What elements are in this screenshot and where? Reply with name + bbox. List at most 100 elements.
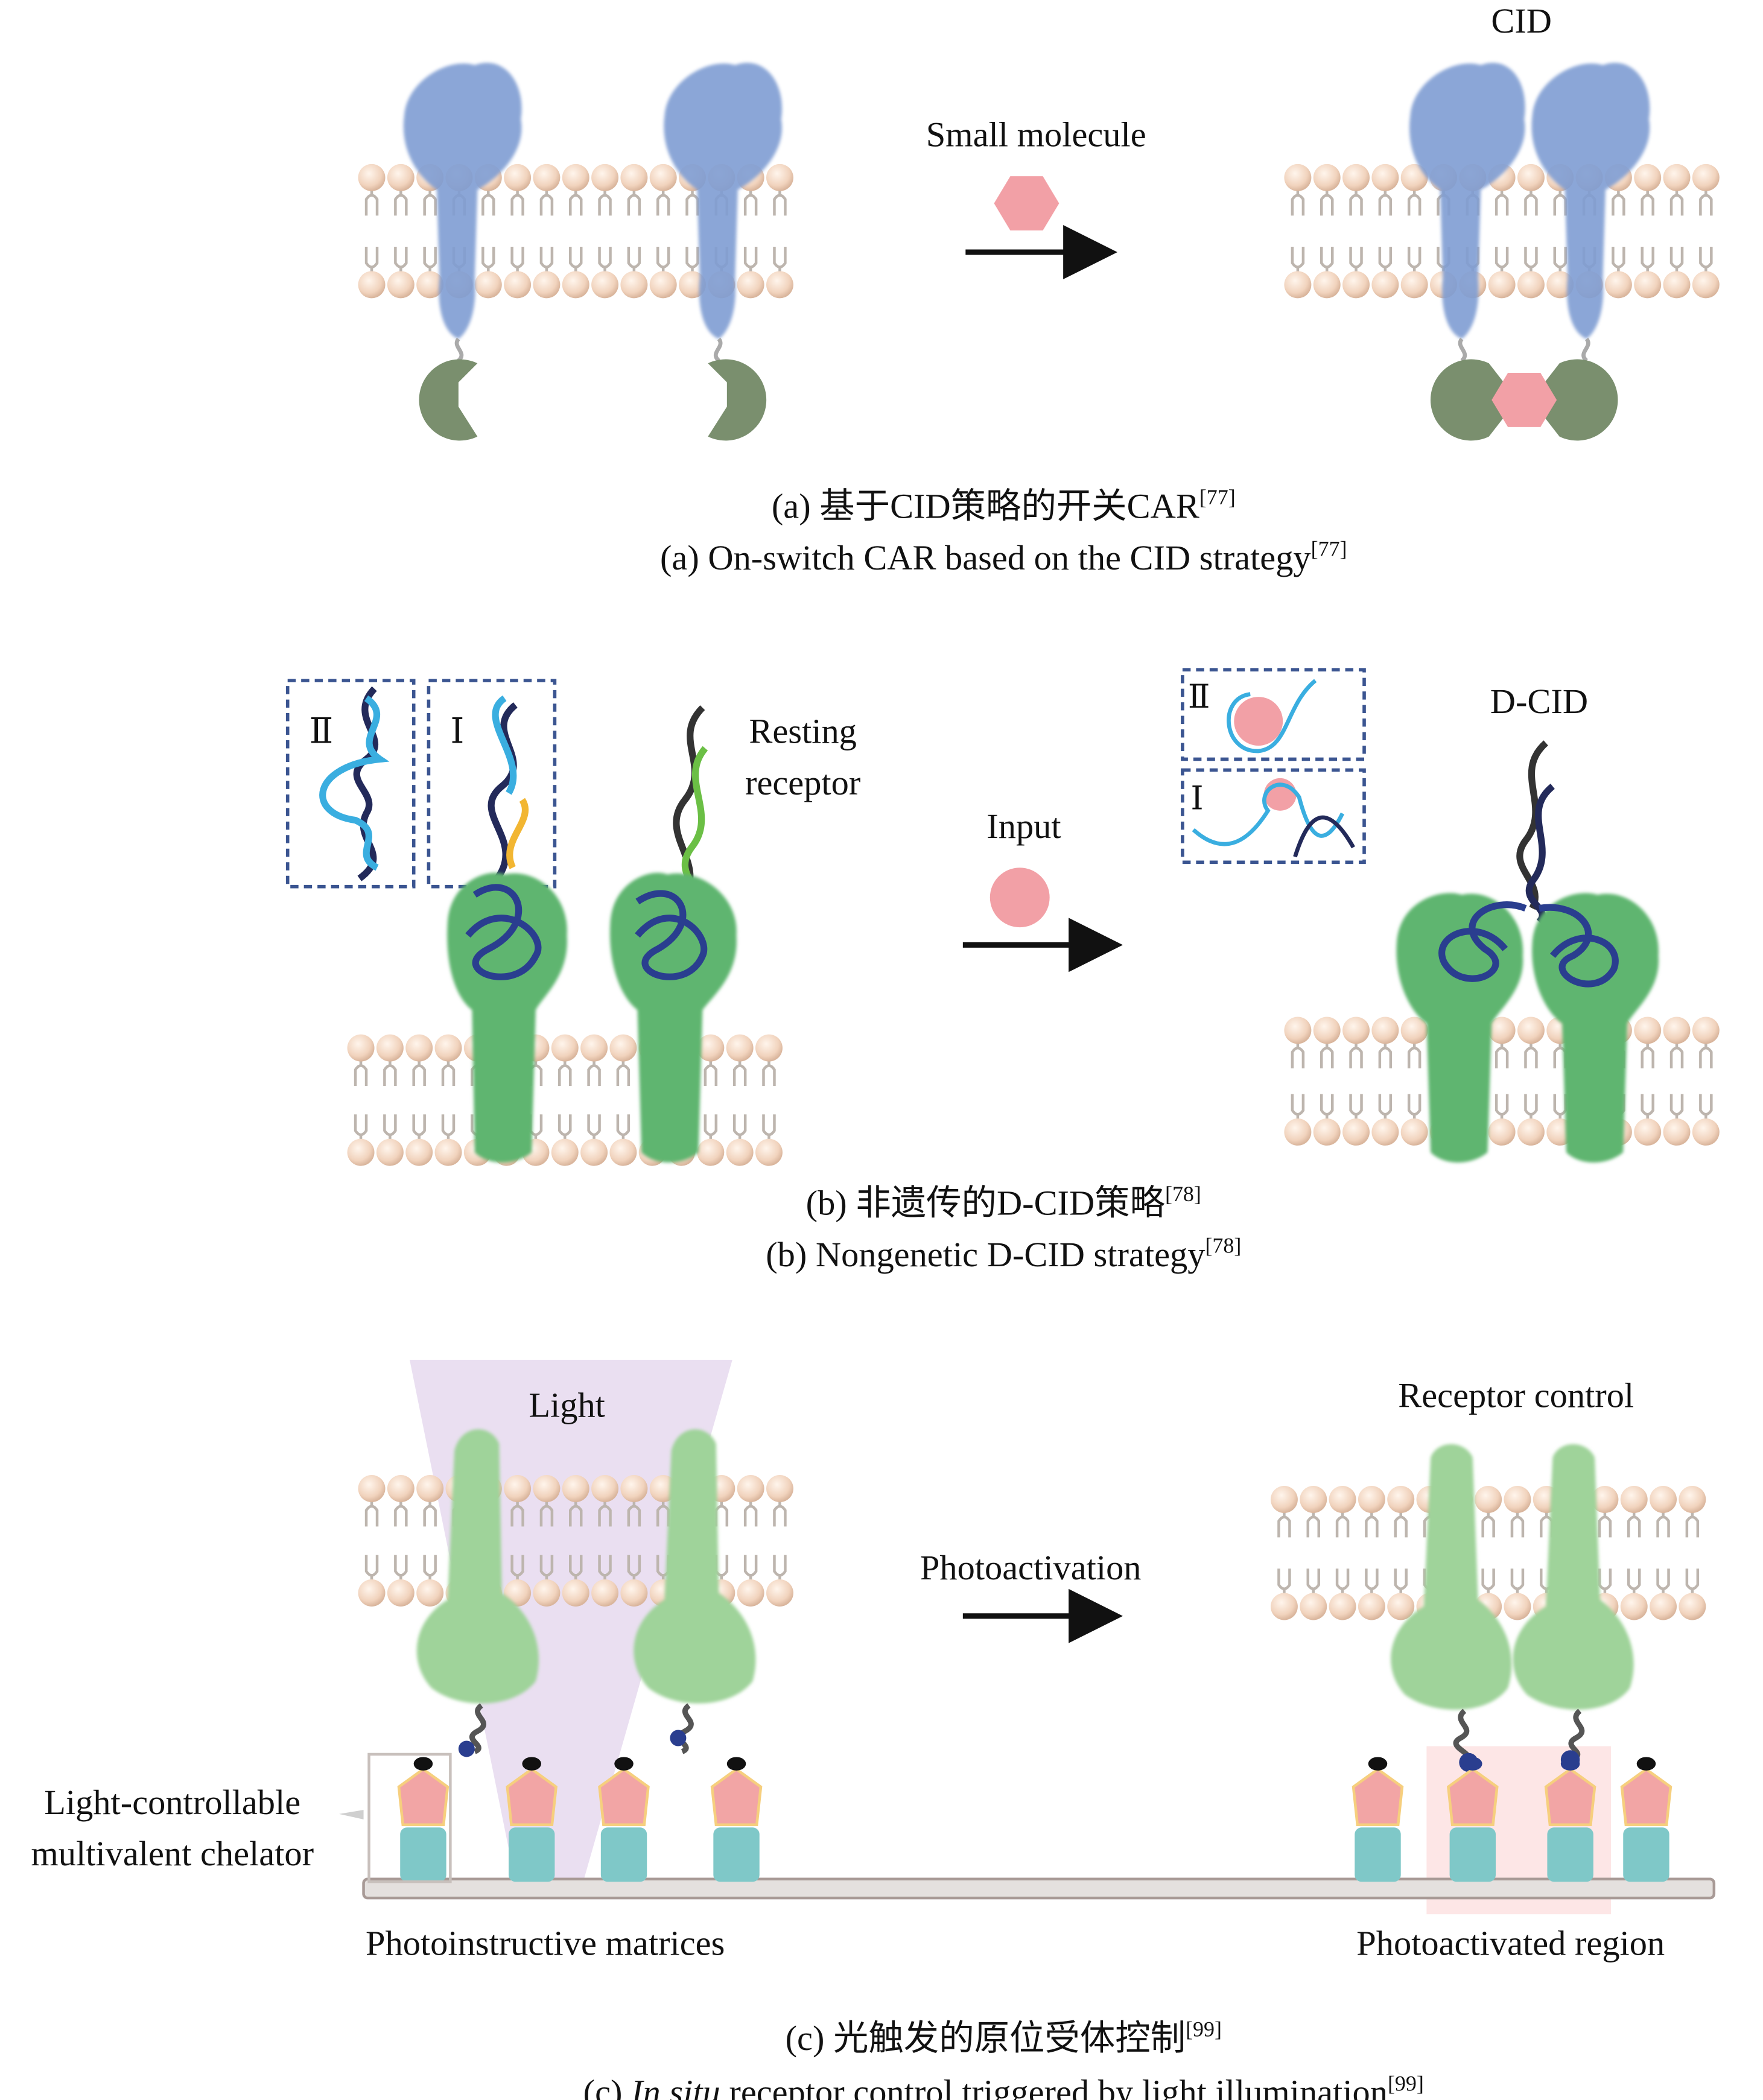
lipid-head [1679, 1593, 1706, 1620]
lipid-head [1358, 1485, 1385, 1513]
dna-strand-i [1293, 815, 1355, 858]
lipid-tail [412, 1059, 426, 1142]
lipid-head [416, 1475, 444, 1502]
label-small-molecule: Small molecule [926, 115, 1146, 154]
label-photoactivated-region: Photoactivated region [1356, 1924, 1665, 1963]
lipid-head [649, 271, 677, 299]
lipid-tail [510, 1499, 524, 1582]
lipid-tail [558, 1059, 572, 1142]
lipid-tail [732, 1059, 747, 1142]
pillar-base [400, 1827, 446, 1882]
lipid-head [1663, 1118, 1691, 1146]
lipid-tail [1349, 188, 1363, 274]
lipid-tail [1553, 188, 1567, 274]
lipid-head [1692, 1118, 1720, 1146]
lipid-tail [1524, 1041, 1538, 1121]
chelator-head [1544, 1767, 1596, 1827]
lipid-head [737, 1579, 764, 1607]
lipid-tail [1553, 1041, 1567, 1121]
lipid-head [1546, 271, 1574, 299]
lipid-tail [743, 188, 758, 274]
lipid-head [1284, 163, 1312, 191]
lipid-head [1517, 1017, 1545, 1044]
lipid-head [1400, 1017, 1428, 1044]
panel-c: Light Receptor control Photoactivation L… [31, 1359, 1716, 2100]
lipid-tail [1598, 1510, 1612, 1596]
lipid-tail [539, 1499, 554, 1582]
lipid-tail [539, 188, 554, 274]
lipid-head [1371, 163, 1399, 191]
lipid-head [387, 1579, 415, 1607]
lipid-head [1400, 1118, 1428, 1146]
lipid-tail [394, 188, 408, 274]
lipid-head [591, 1475, 619, 1502]
lipid-tail [1378, 1041, 1393, 1121]
pillar-base [509, 1827, 555, 1882]
lipid-tail [714, 1499, 729, 1582]
lipid-head [620, 1475, 648, 1502]
lipid-head [504, 1475, 532, 1502]
caption-b-en: (b) Nongenetic D-CID strategy[78] [766, 1233, 1241, 1274]
lipid-head [416, 1579, 444, 1607]
binder-half-right [708, 359, 767, 441]
lipid-head [358, 163, 386, 191]
lipid-head [697, 1138, 725, 1166]
lipid-tail [1306, 1510, 1320, 1596]
lipid-tail [1540, 1510, 1554, 1596]
lipid-head [562, 1475, 589, 1502]
lipid-head [358, 1475, 386, 1502]
inset-box-ii [285, 679, 416, 889]
lipid-head [766, 271, 793, 299]
lipid-tail [481, 188, 495, 274]
lipid-tail [423, 1499, 437, 1582]
lipid-head [562, 271, 589, 299]
lipid-head [1475, 1485, 1502, 1513]
pillar-base [1355, 1827, 1401, 1882]
lipid-head [347, 1138, 375, 1166]
lipid-head [1342, 163, 1370, 191]
chelator-pillar [710, 1757, 763, 1882]
chelator-head [506, 1767, 558, 1827]
protein-blue [664, 63, 783, 339]
chelator-pillar [1620, 1757, 1672, 1882]
label-matrices: Photoinstructive matrices [366, 1924, 725, 1963]
ligand-dot [413, 1757, 433, 1771]
lipid-head [387, 271, 415, 299]
lipid-head [591, 1579, 619, 1607]
small-molecule-bound [1491, 372, 1557, 427]
chelator-head [397, 1767, 449, 1827]
lipid-head [580, 1034, 608, 1062]
ligand-dot [522, 1757, 541, 1771]
lipid-head [1517, 163, 1545, 191]
car-receptor-left-2 [664, 63, 783, 441]
aptamer-duplex-ii [319, 686, 390, 881]
panel-b: Ⅱ Ⅰ Resting receptor Input [285, 668, 1720, 1274]
lipid-head [533, 1579, 561, 1607]
lipid-head [1342, 1017, 1370, 1044]
lipid-head [1650, 1593, 1677, 1620]
lipid-head [347, 1034, 375, 1062]
lipid-tail [1699, 1041, 1713, 1121]
lipid-tail [1407, 1041, 1422, 1121]
lipid-tail [616, 1059, 631, 1142]
receptor-green-left-2 [609, 872, 737, 1163]
inset-label-ii: Ⅱ [310, 711, 334, 750]
lipid-head [1488, 1118, 1516, 1146]
aptamer-duplex-i [488, 695, 529, 884]
lipid-head [533, 163, 561, 191]
lipid-tail [1699, 188, 1713, 274]
lipid-head [358, 1579, 386, 1607]
loop-strand [465, 884, 542, 980]
lipid-tail [1656, 1510, 1670, 1596]
lipid-head [766, 1475, 793, 1502]
lipid-head [1488, 271, 1516, 299]
lipid-tail [364, 1499, 379, 1582]
label-light: Light [529, 1385, 605, 1424]
lipid-tail [1495, 1041, 1509, 1121]
pillar-base [1623, 1827, 1669, 1882]
lipid-head [1371, 1017, 1399, 1044]
receptor-green-dimer [1396, 893, 1659, 1163]
lipid-head [609, 1138, 637, 1166]
receptor-c-left-1 [416, 1429, 539, 1757]
